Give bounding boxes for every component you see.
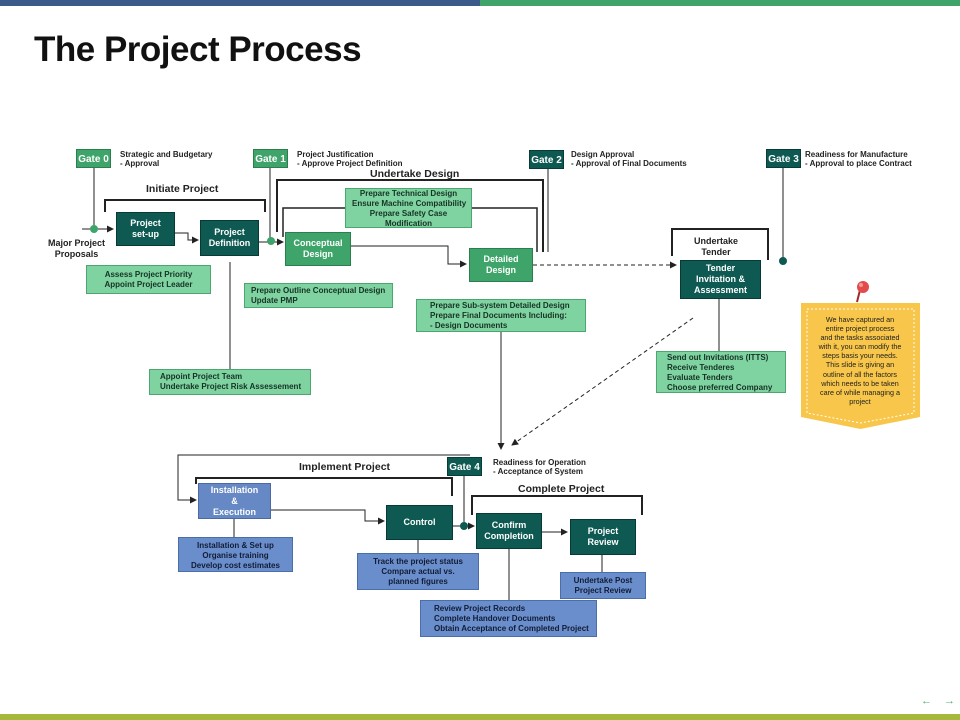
note-technical-design: Prepare Technical Design Ensure Machine …: [345, 188, 472, 228]
note-outline-design: Prepare Outline Conceptual Design Update…: [244, 283, 393, 308]
note-project-records: Review Project Records Complete Handover…: [420, 600, 597, 637]
top-accent-bar-right: [480, 0, 960, 6]
callout-shape: [801, 303, 920, 429]
page-title: The Project Process: [34, 30, 362, 69]
note-track-status: Track the project status Compare actual …: [357, 553, 479, 590]
phase-implement-label: Implement Project: [299, 461, 391, 473]
bottom-accent-bar: [0, 714, 960, 720]
step-tender-invitation: Tender Invitation & Assessment: [680, 260, 761, 299]
note-installation-setup: Installation & Set up Organise training …: [178, 537, 293, 572]
step-detailed-design: Detailed Design: [469, 248, 533, 282]
gate-0-note: Strategic and Budgetary - Approval: [120, 150, 213, 168]
step-control: Control: [386, 505, 453, 540]
step-project-definition: Project Definition: [200, 220, 259, 256]
note-subsystem-design: Prepare Sub-system Detailed Design Prepa…: [416, 299, 586, 332]
pushpin-icon: [856, 281, 869, 303]
gate-3-note: Readiness for Manufacture - Approval to …: [805, 150, 912, 168]
step-project-setup: Project set-up: [116, 212, 175, 246]
gate-0-badge: Gate 0: [76, 149, 111, 168]
gate-4-badge: Gate 4: [447, 457, 482, 476]
arrow-right-icon: →: [944, 695, 955, 707]
phase-initiate-label: Initiate Project: [146, 183, 219, 195]
top-accent-bar-left: [0, 0, 480, 6]
note-project-team: Appoint Project Team Undertake Project R…: [149, 369, 311, 395]
nav-next-button[interactable]: →: [944, 695, 955, 707]
phase-complete-label: Complete Project: [518, 483, 605, 495]
step-confirm-completion: Confirm Completion: [476, 513, 542, 549]
nav-prev-button[interactable]: ←: [921, 695, 932, 707]
gate-2-note: Design Approval - Approval of Final Docu…: [571, 150, 687, 168]
note-post-review: Undertake Post Project Review: [560, 572, 646, 599]
phase-undertake-design-label: Undertake Design: [370, 168, 460, 180]
gate-2-badge: Gate 2: [529, 150, 564, 169]
phase-undertake-tender-label: Undertake Tender: [694, 236, 739, 257]
gate-4-note: Readiness for Operation - Acceptance of …: [493, 458, 586, 476]
gate-1-note: Project Justification - Approve Project …: [297, 150, 403, 168]
note-invitations: Send out Invitations (ITTS) Receive Tend…: [656, 351, 786, 393]
step-conceptual-design: Conceptual Design: [285, 232, 351, 266]
step-project-review: Project Review: [570, 519, 636, 555]
note-assess-priority: Assess Project Priority Appoint Project …: [86, 265, 211, 294]
arrow-left-icon: ←: [921, 695, 932, 707]
start-label: Major Project Proposals: [48, 238, 106, 259]
callout-text: We have captured an entire project proce…: [818, 315, 902, 406]
gate-1-badge: Gate 1: [253, 149, 288, 168]
gate-3-badge: Gate 3: [766, 149, 801, 168]
step-installation-execution: Installation & Execution: [198, 483, 271, 519]
